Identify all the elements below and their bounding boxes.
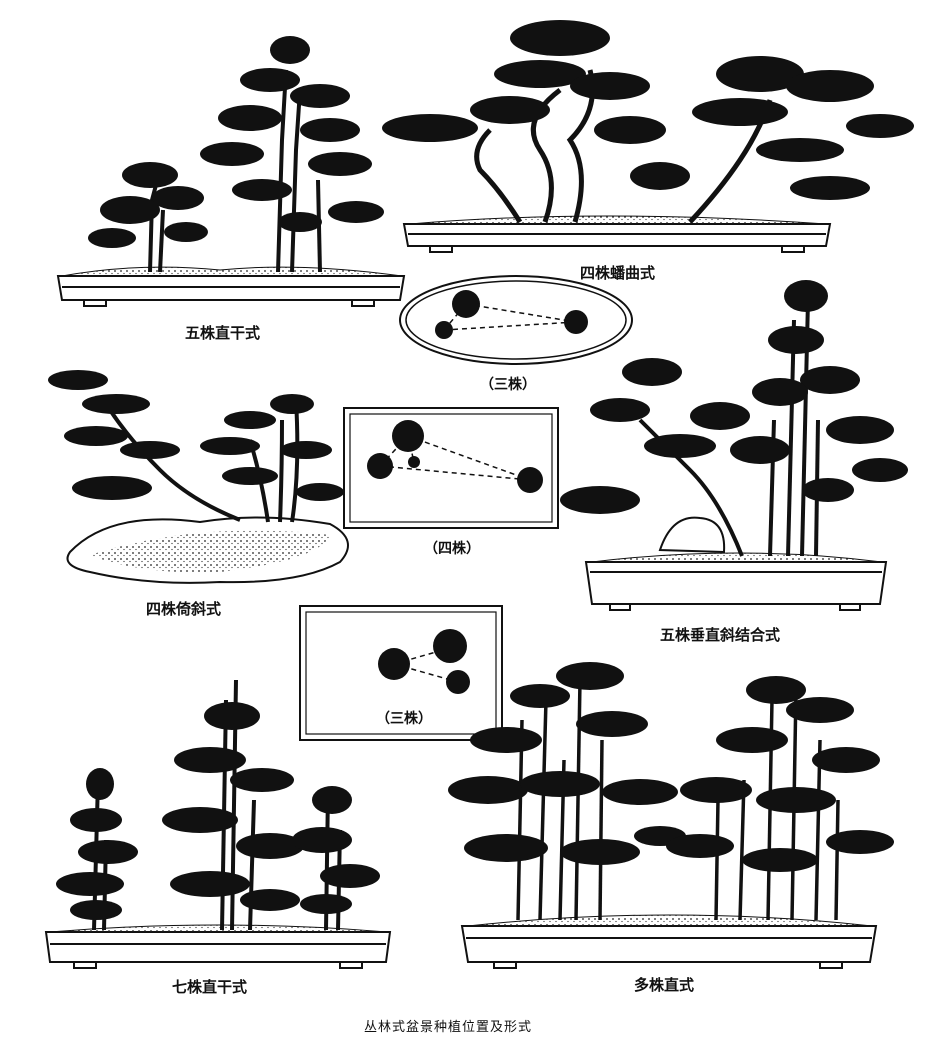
foliage xyxy=(48,370,344,501)
pot xyxy=(56,275,406,307)
label-seven-straight: 七株直干式 xyxy=(172,978,248,996)
plant-marker xyxy=(378,648,410,680)
plant-marker xyxy=(564,310,588,334)
label-five-vertical-slant: 五株垂直斜结合式 xyxy=(660,626,781,644)
layout-oval-three xyxy=(399,275,633,365)
plant-marker xyxy=(367,453,393,479)
plant-marker xyxy=(446,670,470,694)
pot xyxy=(402,223,832,253)
illustration-five-straight xyxy=(56,36,406,307)
rock xyxy=(658,516,726,554)
plant-marker xyxy=(408,456,420,468)
foliage xyxy=(448,662,894,872)
label-many-straight: 多株直式 xyxy=(634,976,695,994)
foliage xyxy=(382,20,914,200)
plant-marker xyxy=(517,467,543,493)
foliage xyxy=(560,280,908,514)
plant-marker xyxy=(392,420,424,452)
layout-rect-three xyxy=(299,605,503,741)
label-rect-three: （三株） xyxy=(376,711,432,727)
label-five-straight: 五株直干式 xyxy=(185,324,261,342)
pot xyxy=(460,925,878,969)
label-oval-three: （三株） xyxy=(480,377,536,393)
plant-marker xyxy=(452,290,480,318)
pot xyxy=(584,561,888,611)
illustration-four-leaning xyxy=(48,370,349,584)
illustration-five-vertical-slant xyxy=(560,280,908,611)
label-rect-four: （四株） xyxy=(424,541,480,557)
layout-rect-four xyxy=(343,407,559,529)
pot xyxy=(44,931,392,969)
trunks xyxy=(108,399,300,523)
plant-marker xyxy=(435,321,453,339)
foliage xyxy=(56,702,380,920)
foliage xyxy=(88,36,384,248)
figure-title: 丛林式盆景种植位置及形式 xyxy=(364,1020,533,1035)
label-four-leaning: 四株倚斜式 xyxy=(146,600,222,618)
plant-marker xyxy=(433,629,467,663)
illustration-seven-straight xyxy=(44,679,392,969)
illustration-four-winding xyxy=(382,20,914,253)
label-four-winding: 四株蟠曲式 xyxy=(580,264,656,282)
illustration-many-straight xyxy=(448,662,894,969)
